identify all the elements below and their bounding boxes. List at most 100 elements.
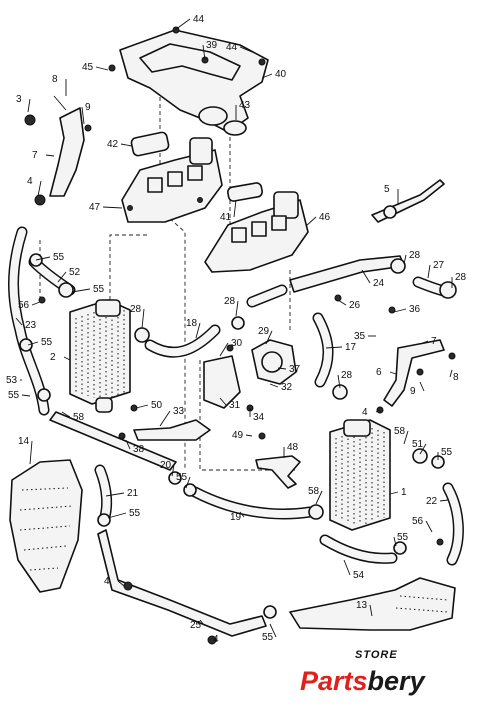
leader-line [305, 216, 317, 227]
bracket-33 [133, 419, 211, 441]
leader-line [219, 397, 227, 406]
leader-line [449, 369, 453, 378]
callout-label-4: 4 [27, 176, 33, 187]
air-duct-14 [9, 459, 83, 593]
callout-label-38: 38 [133, 444, 145, 455]
callout-label-1: 1 [401, 487, 407, 498]
callout-label-44: 44 [226, 42, 238, 53]
callout-label-55: 55 [441, 447, 453, 458]
callout-label-58: 58 [73, 412, 85, 423]
leader-line [185, 476, 191, 489]
callout-label-5: 5 [384, 184, 390, 195]
valve-body-29 [203, 339, 297, 409]
manifold-left-47 [121, 137, 223, 223]
callout-label-17: 17 [345, 342, 357, 353]
callout-label-2: 2 [50, 352, 56, 363]
callout-label-48: 48 [287, 442, 299, 453]
leader-line [425, 520, 433, 533]
leader-line [27, 341, 39, 346]
bracket-48 [255, 455, 301, 489]
callout-label-44: 44 [193, 14, 205, 25]
callout-label-55: 55 [397, 532, 409, 543]
callout-label-3: 3 [16, 94, 22, 105]
leader-line [195, 322, 201, 339]
callout-label-7: 7 [431, 336, 437, 347]
leader-line [233, 199, 237, 218]
callout-label-52: 52 [69, 267, 81, 278]
callout-label-28: 28 [455, 272, 467, 283]
callout-label-31: 31 [229, 400, 241, 411]
callout-label-55: 55 [176, 472, 188, 483]
leader-line [235, 300, 239, 317]
callout-label-55: 55 [8, 390, 20, 401]
leader-line [29, 440, 33, 465]
leader-line [337, 299, 347, 306]
intake-manifold-40 [119, 26, 269, 133]
callout-label-32: 32 [281, 382, 293, 393]
callout-label-14: 14 [18, 436, 30, 447]
callout-label-58: 58 [394, 426, 406, 437]
leader-line [369, 604, 373, 617]
callout-label-7: 7 [32, 150, 38, 161]
callout-label-56: 56 [18, 300, 30, 311]
callout-label-36: 36 [409, 304, 421, 315]
logo-store-text: STORE [355, 649, 398, 661]
callout-label-55: 55 [93, 284, 105, 295]
leader-line [31, 301, 41, 306]
callout-label-24: 24 [373, 278, 385, 289]
callout-label-43: 43 [239, 100, 251, 111]
callout-label-23: 23 [25, 320, 37, 331]
leader-line [389, 491, 399, 495]
callout-label-41: 41 [220, 212, 232, 223]
leader-line [343, 559, 351, 576]
callout-label-58: 58 [308, 486, 320, 497]
leader-line [269, 623, 277, 638]
callout-label-30: 30 [231, 338, 243, 349]
pipe-38 [49, 411, 177, 471]
callout-label-9: 9 [85, 102, 91, 113]
callout-label-28: 28 [409, 250, 421, 261]
leader-line [239, 511, 245, 518]
leader-line [105, 492, 125, 497]
leader-line [63, 356, 71, 361]
callout-label-45: 45 [82, 62, 94, 73]
callout-label-54: 54 [353, 570, 365, 581]
leader-line [135, 404, 149, 409]
leader-line [159, 410, 171, 427]
leader-line [141, 308, 145, 329]
callout-label-33: 33 [173, 406, 185, 417]
leader-line [265, 330, 273, 345]
logo-brand-text: Partsbery [300, 666, 427, 696]
callout-label-9: 9 [410, 386, 416, 397]
callout-label-26: 26 [349, 300, 361, 311]
leader-line [81, 106, 85, 125]
callout-label-49: 49 [232, 430, 244, 441]
partsbery-logo: STORE Partsbery [300, 649, 427, 696]
callout-label-55: 55 [41, 337, 53, 348]
leader-line [125, 439, 131, 450]
leader-line [117, 580, 125, 587]
logo-brand-red: Parts [300, 666, 368, 696]
leader-line [95, 66, 109, 71]
callout-label-55: 55 [129, 508, 141, 519]
callout-label-4: 4 [104, 576, 110, 587]
leader-line [419, 381, 425, 392]
callout-label-47: 47 [89, 202, 101, 213]
leader-line [419, 340, 429, 345]
hoses [8, 226, 464, 566]
callout-label-20: 20 [160, 460, 172, 471]
callout-label-55: 55 [262, 632, 274, 643]
manifold-right-46 [204, 191, 309, 273]
leader-line [202, 44, 206, 61]
callout-label-19: 19 [230, 512, 242, 523]
leader-line [15, 317, 23, 326]
leader-line [37, 180, 42, 197]
callout-label-53: 53 [6, 375, 18, 386]
gasket-41 [227, 182, 263, 202]
callout-label-56: 56 [412, 516, 424, 527]
leader-line [174, 18, 191, 31]
leader-line [439, 499, 449, 502]
